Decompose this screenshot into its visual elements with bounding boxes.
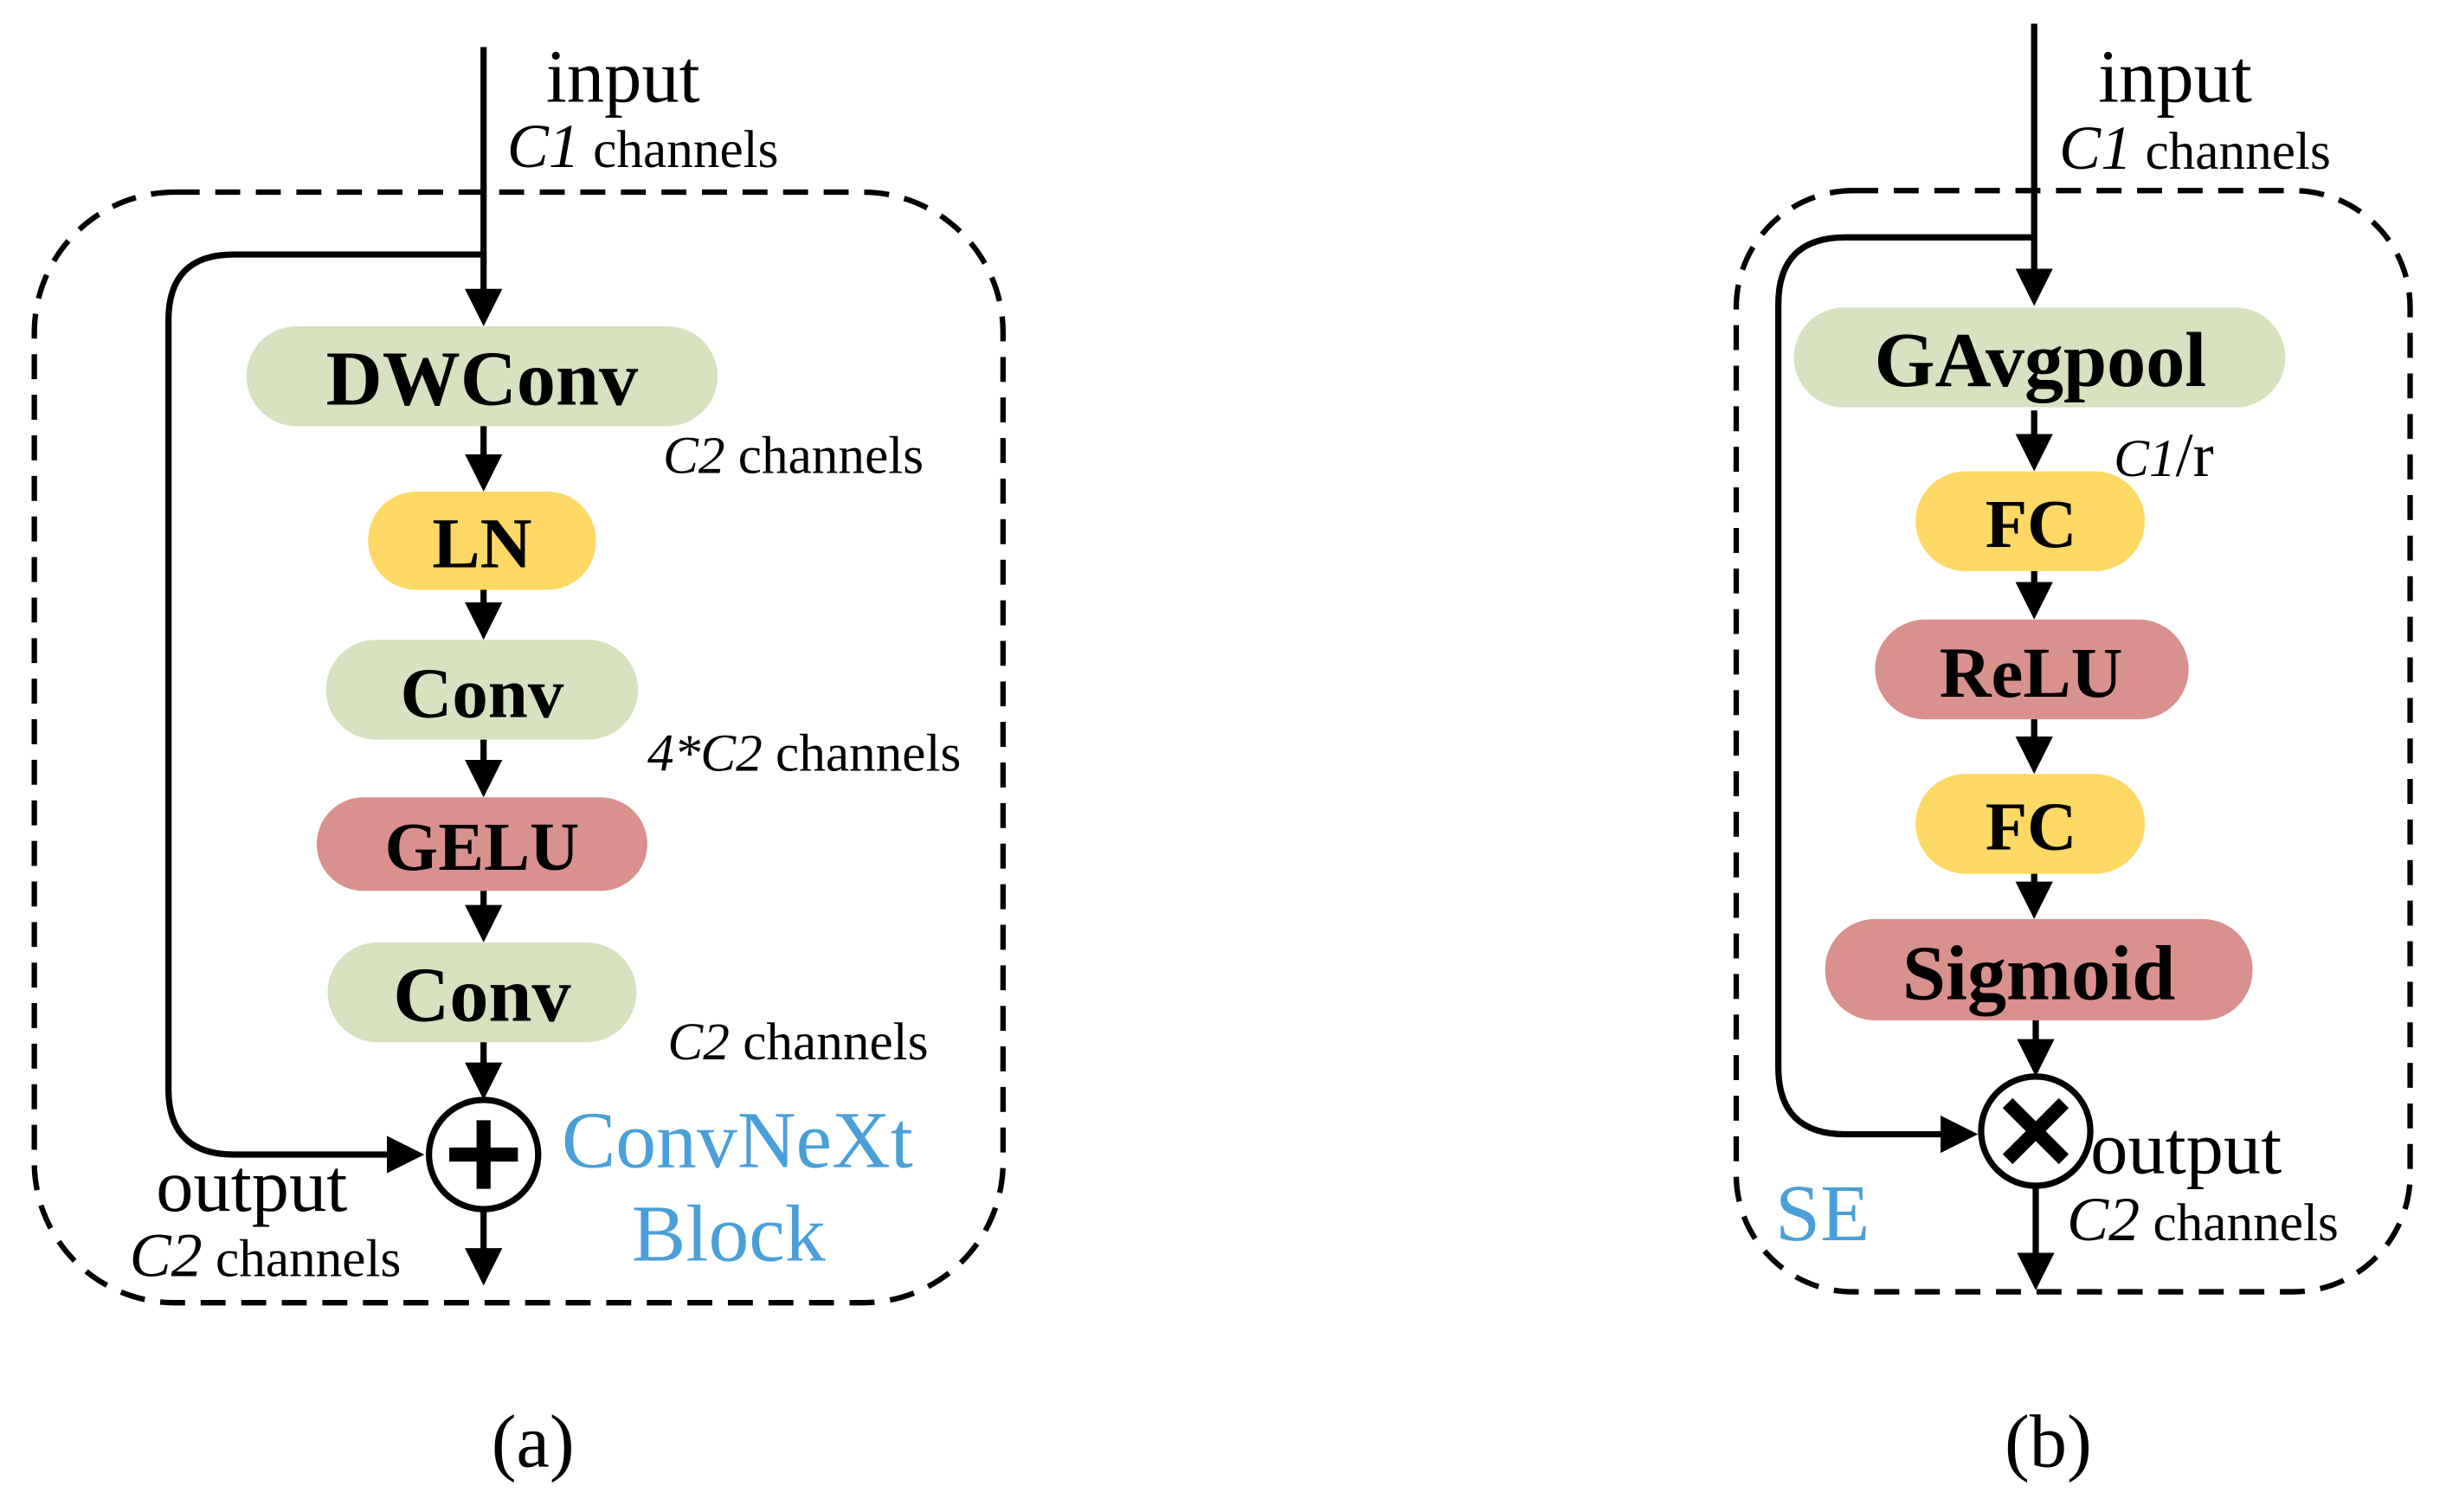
fc1-node	[1915, 471, 2146, 571]
caption-b: (b)	[2005, 1399, 2092, 1483]
dwconv-label: DWConv	[326, 337, 639, 422]
panel-b-se-block: GAvgpool FC ReLU FC Sigmoid input C1 cha…	[1733, 23, 2413, 1483]
block-boundary	[1733, 188, 2413, 1295]
conv1-channels: 4*C2 channels	[647, 724, 961, 783]
gavgpool-label: GAvgpool	[1874, 318, 2206, 403]
block-boundary	[31, 189, 1007, 1306]
gavgpool-node	[1793, 307, 2286, 408]
reduction-label: C1/r	[2114, 421, 2214, 490]
conv1-label: Conv	[400, 653, 563, 733]
output-label: output	[156, 1144, 347, 1227]
block-title-2: Block	[632, 1189, 826, 1279]
output-channels: C2 channels	[130, 1221, 402, 1290]
sigmoid-node	[1825, 918, 2253, 1020]
dwconv-node	[246, 325, 718, 427]
fc2-node	[1915, 774, 2146, 874]
relu-label: ReLU	[1940, 633, 2123, 712]
skip-connection	[1775, 234, 2035, 1154]
conv1-node	[325, 640, 639, 740]
output-label: output	[2090, 1107, 2282, 1190]
input-channels: C1 channels	[507, 112, 779, 181]
conv2-node	[327, 942, 637, 1043]
input-channels: C1 channels	[2059, 113, 2331, 183]
fc2-label: FC	[1986, 789, 2077, 865]
block-title: SE	[1775, 1168, 1870, 1258]
relu-node	[1875, 619, 2189, 720]
fc1-label: FC	[1986, 486, 2077, 563]
gelu-node	[316, 797, 647, 891]
add-icon	[426, 1097, 542, 1213]
block-title: ConvNeXt	[562, 1095, 913, 1185]
multiply-icon	[1978, 1073, 2094, 1189]
ln-node	[368, 492, 596, 590]
input-label: input	[2098, 35, 2252, 118]
conv2-channels: C2 channels	[667, 1013, 928, 1071]
output-channels: C2 channels	[2067, 1185, 2339, 1254]
input-label: input	[546, 35, 700, 118]
conv2-label: Conv	[393, 953, 571, 1039]
dwconv-channels: C2 channels	[663, 426, 924, 485]
ln-label: LN	[432, 503, 531, 582]
panel-a-convnext-block: DWConv LN Conv GELU Conv input C1 channe…	[31, 35, 1007, 1483]
caption-a: (a)	[492, 1399, 575, 1483]
gelu-label: GELU	[385, 809, 580, 885]
skip-connection	[165, 251, 484, 1174]
sigmoid-label: Sigmoid	[1902, 930, 2175, 1016]
